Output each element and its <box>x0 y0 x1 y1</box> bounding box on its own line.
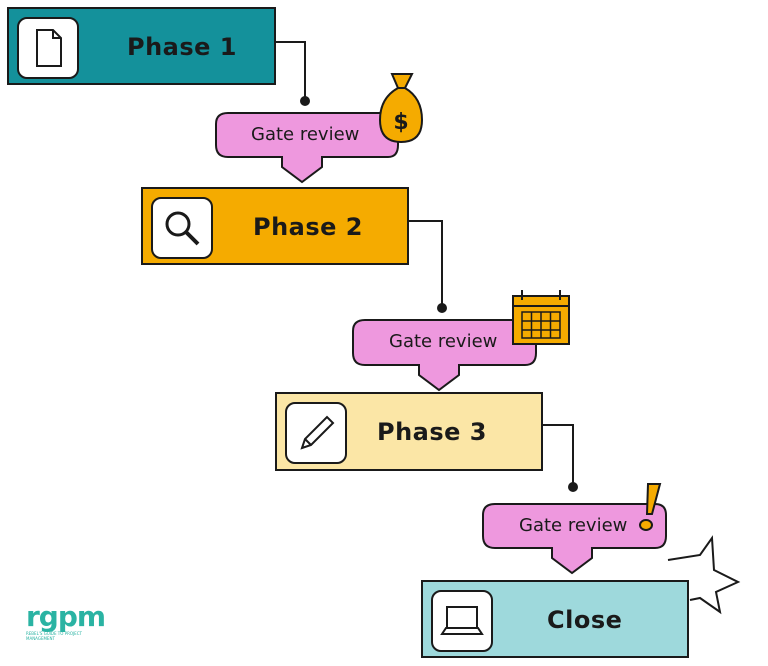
gate-3-shape <box>482 503 667 575</box>
phase-3-label: Phase 3 <box>377 418 487 446</box>
phase-2-label: Phase 2 <box>253 213 363 241</box>
magnifier-icon <box>151 197 213 259</box>
close-label: Close <box>547 606 623 634</box>
phase-1-box: Phase 1 <box>7 7 276 85</box>
calendar-icon <box>512 290 570 345</box>
connector-3-dot <box>568 482 578 492</box>
svg-text:$: $ <box>393 110 408 135</box>
document-icon <box>17 17 79 79</box>
phase-2-box: Phase 2 <box>141 187 409 265</box>
connector-3 <box>542 424 574 486</box>
connector-1-dot <box>300 96 310 106</box>
money-bag-icon: $ <box>378 73 424 144</box>
gate-1-label: Gate review <box>251 124 360 145</box>
gate-3-label: Gate review <box>519 515 628 536</box>
phase-1-label: Phase 1 <box>127 33 237 61</box>
rgpm-logo: rgpm REBEL'S GUIDE TO PROJECT MANAGEMENT <box>26 600 106 642</box>
logo-tagline: REBEL'S GUIDE TO PROJECT MANAGEMENT <box>26 631 82 641</box>
exclamation-icon <box>639 483 662 531</box>
phase-3-box: Phase 3 <box>275 392 543 471</box>
laptop-icon <box>431 590 493 652</box>
logo-name: rgpm <box>26 600 106 633</box>
connector-2-dot <box>437 303 447 313</box>
connector-2 <box>409 220 443 307</box>
pencil-icon <box>285 402 347 464</box>
close-box: Close <box>421 580 689 658</box>
connector-1 <box>276 41 306 100</box>
starburst-icon <box>667 535 741 615</box>
gate-2-label: Gate review <box>389 331 498 352</box>
